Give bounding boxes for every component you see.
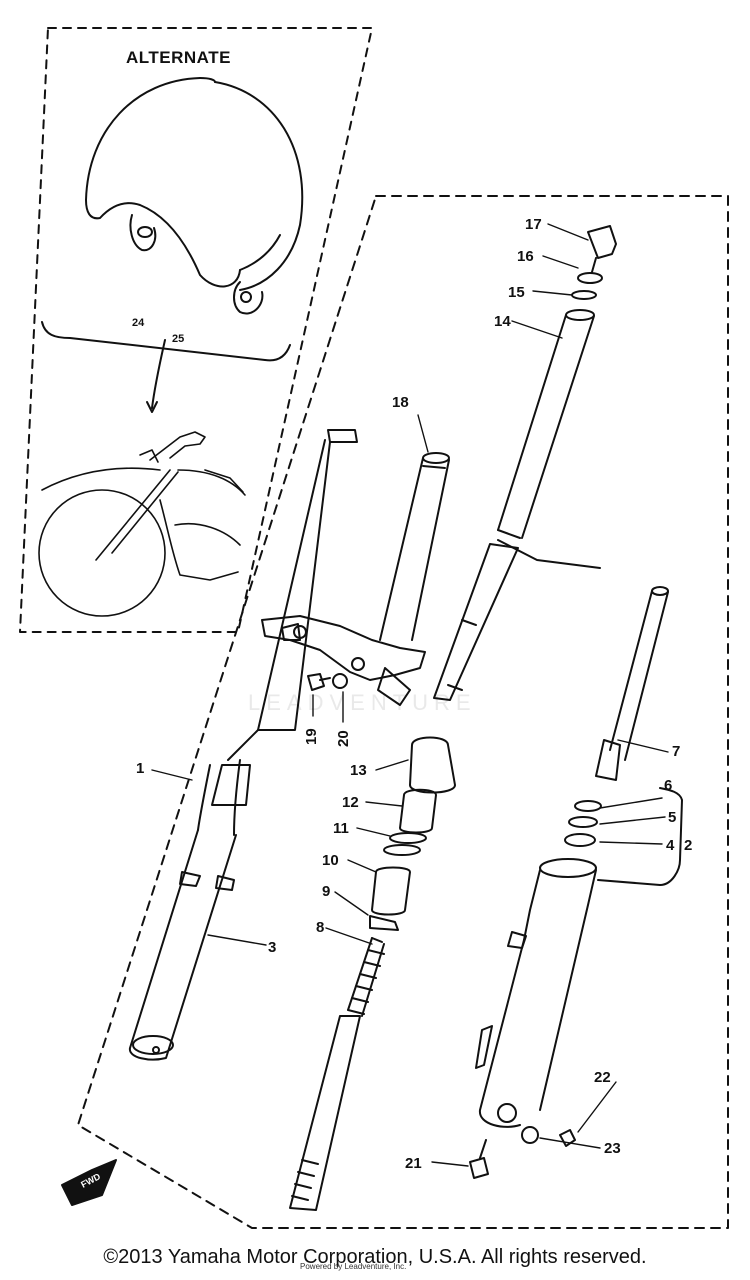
- bracket-line-7: [497, 539, 601, 569]
- callout-15: 15: [508, 284, 525, 301]
- cap-bolt-17: [587, 225, 617, 273]
- washer-23: [521, 1126, 539, 1144]
- ring-11a: [389, 832, 427, 844]
- alternate-bracket: [41, 321, 291, 362]
- callout-9: 9: [322, 883, 330, 900]
- ring-11b: [383, 844, 421, 856]
- headlight-cover: [85, 77, 304, 315]
- callout-4: 4: [666, 837, 675, 854]
- callout-24: 24: [132, 317, 145, 329]
- bracket-line-2: [597, 787, 683, 886]
- spring-8: [347, 937, 385, 1017]
- alternate-box-border: [19, 27, 373, 633]
- callout-12: 12: [342, 794, 359, 811]
- part-13: [409, 736, 456, 794]
- leader-lines: [151, 223, 669, 1167]
- motorcycle-sketch: [38, 431, 246, 617]
- fwd-arrow-outline: [61, 1159, 117, 1206]
- credit-text: Powered by Leadventure, Inc.: [300, 1262, 407, 1271]
- part-10: [371, 866, 411, 916]
- alternate-label: ALTERNATE: [126, 48, 231, 67]
- damper-tube: [433, 543, 519, 701]
- callout-13: 13: [350, 762, 367, 779]
- callout-2: 2: [684, 837, 692, 854]
- callout-3: 3: [268, 939, 276, 956]
- washer-16: [577, 272, 603, 284]
- callout-1: 1: [136, 760, 144, 777]
- right-fork-assembly: [475, 586, 669, 1128]
- washer-20: [332, 673, 348, 689]
- callout-14: 14: [494, 313, 511, 330]
- o-ring-15: [571, 290, 597, 300]
- steering-stem: [379, 452, 450, 641]
- bolt-19: [307, 673, 331, 691]
- under-bracket: [261, 615, 426, 706]
- alternate-leader: [151, 339, 166, 409]
- callout-25: 25: [172, 333, 184, 345]
- inner-fork-tube-14: [497, 309, 595, 539]
- callout-20: 20: [335, 730, 352, 747]
- callout-16: 16: [517, 248, 534, 265]
- callout-7: 7: [672, 743, 680, 760]
- callout-11: 11: [333, 820, 349, 837]
- callout-18: 18: [392, 394, 409, 411]
- callout-19: 19: [303, 728, 320, 745]
- callout-21: 21: [405, 1155, 422, 1172]
- part-9: [369, 915, 399, 931]
- bolt-21: [469, 1139, 489, 1179]
- callout-5: 5: [668, 809, 676, 826]
- watermark: LEADVENTURE: [248, 690, 477, 715]
- copyright-text: ©2013 Yamaha Motor Corporation, U.S.A. A…: [103, 1246, 647, 1268]
- part-12: [399, 788, 437, 834]
- damper-rod: [289, 1015, 361, 1211]
- left-fork-assembly: [128, 429, 358, 1061]
- callout-10: 10: [322, 852, 339, 869]
- callout-23: 23: [604, 1140, 621, 1157]
- callout-22: 22: [594, 1069, 611, 1086]
- callout-6: 6: [664, 777, 672, 794]
- main-box-border: [77, 195, 729, 1229]
- callout-17: 17: [525, 216, 542, 233]
- callout-8: 8: [316, 919, 324, 936]
